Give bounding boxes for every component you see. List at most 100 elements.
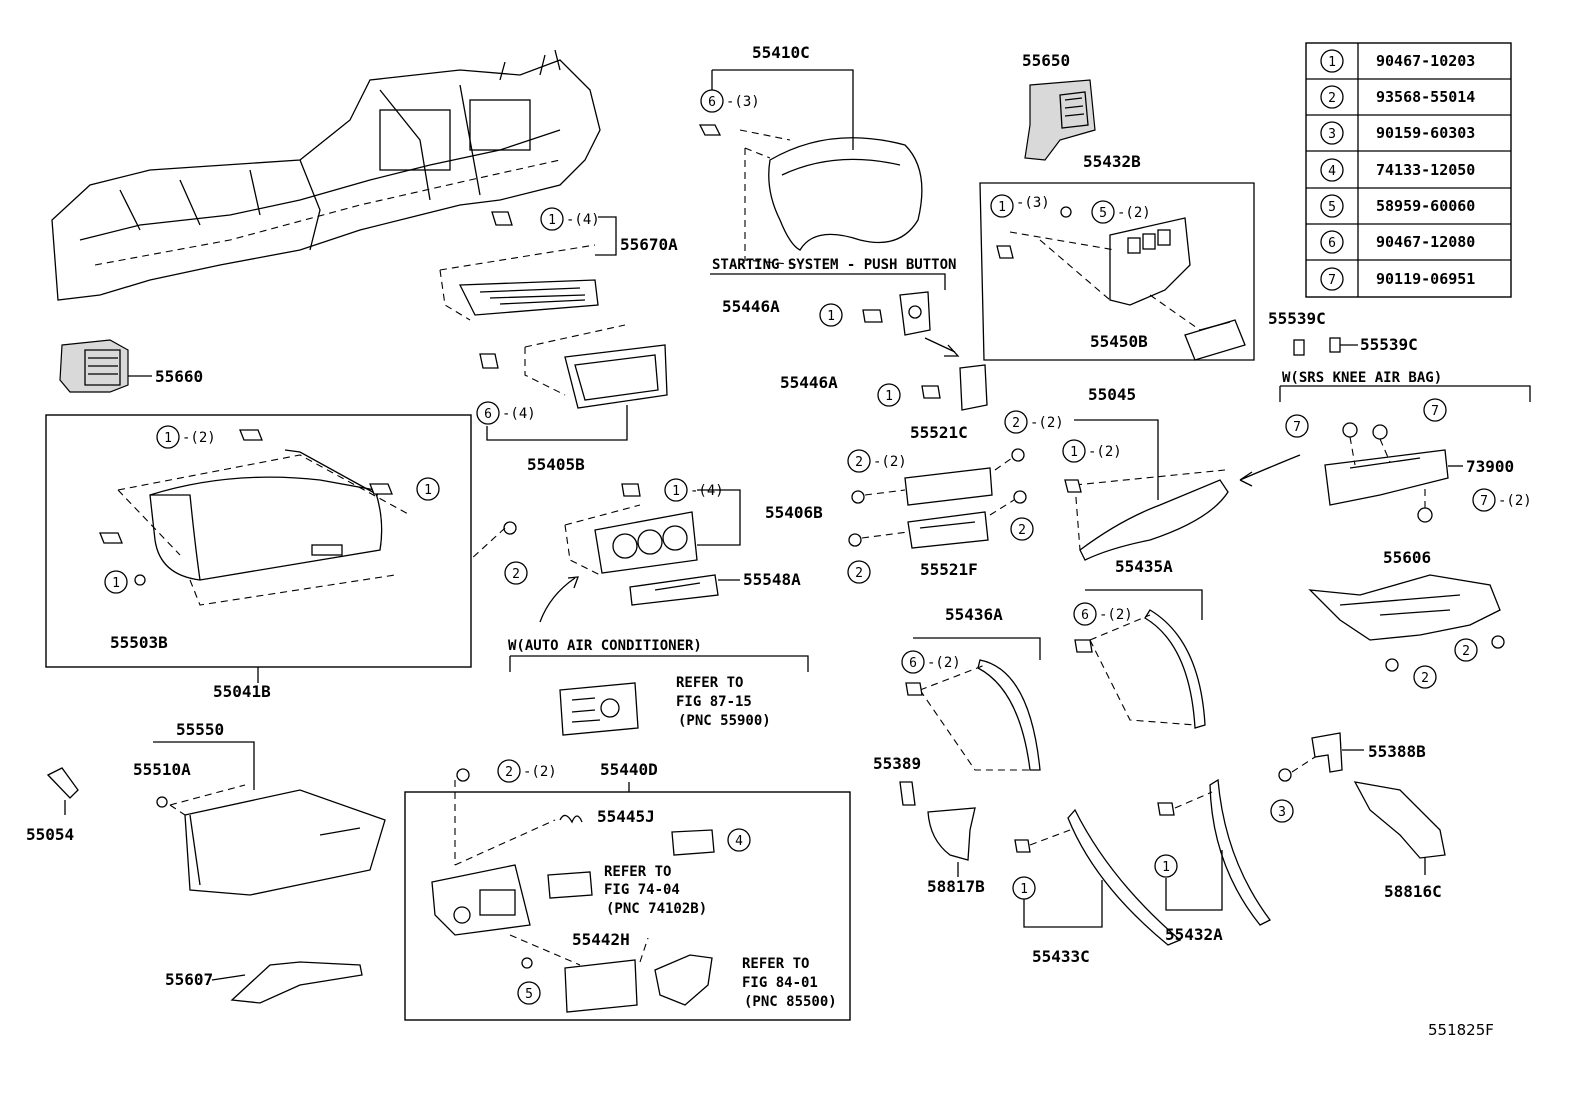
part-label: 55446A: [722, 297, 780, 316]
svg-text:2: 2: [505, 765, 513, 780]
quantity: -(2): [1099, 607, 1133, 623]
instrument-panel-reinforcement: [51, 49, 601, 301]
part-label: 55388B: [1368, 742, 1426, 761]
callout: 7: [1472, 488, 1496, 512]
note-push-button: STARTING SYSTEM - PUSH BUTTON: [712, 257, 956, 273]
refer-note: (PNC 74102B): [606, 901, 707, 917]
svg-text:1: 1: [998, 200, 1006, 215]
quantity: -(4): [566, 212, 600, 228]
callout: 1: [1012, 876, 1036, 900]
reinforcement-55606: [1308, 574, 1505, 672]
callout: 2: [847, 449, 871, 473]
part-label: 55446A: [780, 373, 838, 392]
svg-text:7: 7: [1431, 404, 1439, 419]
callout: 7: [1285, 414, 1309, 438]
part-label: 58817B: [927, 877, 985, 896]
callout: 1: [416, 477, 440, 501]
knee-airbag-73900: [1324, 422, 1463, 523]
quantity: -(2): [1117, 205, 1151, 221]
svg-text:2: 2: [855, 455, 863, 470]
center-register-55670a: [439, 211, 617, 321]
callout: 1: [540, 207, 564, 231]
quantity: -(2): [523, 764, 557, 780]
part-label: 58816C: [1384, 882, 1442, 901]
svg-text:1: 1: [164, 431, 172, 446]
refer-note: REFER TO: [676, 675, 743, 691]
refer-note: FIG 84-01: [742, 975, 818, 991]
svg-text:1: 1: [885, 389, 893, 404]
legend-ref: 6: [1328, 236, 1336, 251]
part-label: 55432A: [1165, 925, 1223, 944]
cluster-finish-panel-55405b: [479, 324, 668, 441]
legend-part-number: 90159-60303: [1376, 124, 1475, 142]
part-label: 73900: [1466, 457, 1514, 476]
svg-text:6: 6: [1081, 608, 1089, 623]
svg-text:6: 6: [484, 407, 492, 422]
glove-box-55041b: [99, 429, 517, 606]
glove-door-55550: [153, 741, 386, 896]
svg-text:6: 6: [909, 656, 917, 671]
bracket-58816c: [1353, 781, 1446, 875]
svg-text:1: 1: [548, 213, 556, 228]
push-button-55446a: [862, 291, 988, 411]
part-label: 55435A: [1115, 557, 1173, 576]
quantity: -(2): [873, 454, 907, 470]
quantity: -(2): [182, 430, 216, 446]
pocket-55450b: [996, 206, 1246, 361]
bracket-knee-airbag: [1279, 385, 1531, 402]
callout: 2: [1454, 638, 1478, 662]
quantity: -(3): [726, 94, 760, 110]
legend-part-number: 93568-55014: [1376, 88, 1475, 106]
part-label: 55054: [26, 825, 74, 844]
lower-center-group-frame: [404, 791, 851, 1021]
arrow-auto-ac: [539, 576, 579, 623]
trim-55435a: [1074, 589, 1206, 729]
svg-text:1: 1: [1070, 445, 1078, 460]
quantity: -(4): [502, 406, 536, 422]
part-label: 55433C: [1032, 947, 1090, 966]
lower-panel-55045: [1064, 419, 1301, 561]
callout: 1: [664, 478, 688, 502]
part-label: 55442H: [572, 930, 630, 949]
callout: 2: [504, 561, 528, 585]
callout: 2: [1010, 517, 1034, 541]
callout: 1: [877, 383, 901, 407]
part-label: 55410C: [752, 43, 810, 62]
part-label: 55045: [1088, 385, 1136, 404]
refer-note: FIG 87-15: [676, 694, 752, 710]
bracket-55389: [899, 781, 916, 806]
switch-bezels-55521: [848, 448, 1027, 549]
callout: 1: [1062, 439, 1086, 463]
part-label: 55041B: [213, 682, 271, 701]
vent-55650: [1024, 79, 1096, 161]
panel-55548a: [629, 574, 740, 606]
heater-control-panel-55406b: [564, 483, 741, 576]
quantity: -(4): [690, 483, 724, 499]
svg-text:5: 5: [525, 987, 533, 1002]
svg-text:3: 3: [1278, 805, 1286, 820]
callout: 6: [700, 89, 724, 113]
quantity: -(2): [1030, 415, 1064, 431]
svg-text:1: 1: [672, 484, 680, 499]
part-55054: [46, 767, 79, 815]
legend-part-number: 90467-10203: [1376, 52, 1475, 70]
legend-part-number: 90119-06951: [1376, 270, 1475, 288]
bracket-push-button: [710, 273, 946, 290]
part-label: 55510A: [133, 760, 191, 779]
callout: 1: [104, 570, 128, 594]
callout: 2: [1004, 410, 1028, 434]
note-knee-airbag: W(SRS KNEE AIR BAG): [1282, 370, 1442, 386]
svg-text:7: 7: [1480, 494, 1488, 509]
lower-center-cluster-55440d: [431, 768, 715, 1013]
callout: 4: [727, 828, 751, 852]
svg-text:2: 2: [1012, 416, 1020, 431]
callout: 5: [1091, 200, 1115, 224]
part-label: 55607: [165, 970, 213, 989]
svg-text:1: 1: [1162, 860, 1170, 875]
refer-notes: REFER TO FIG 87-15 (PNC 55900) REFER TO …: [604, 675, 837, 1010]
part-label: 55436A: [945, 605, 1003, 624]
refer-note: REFER TO: [604, 864, 671, 880]
legend-part-number: 58959-60060: [1376, 197, 1475, 215]
group-notes: STARTING SYSTEM - PUSH BUTTON W(SRS KNEE…: [508, 257, 1442, 654]
